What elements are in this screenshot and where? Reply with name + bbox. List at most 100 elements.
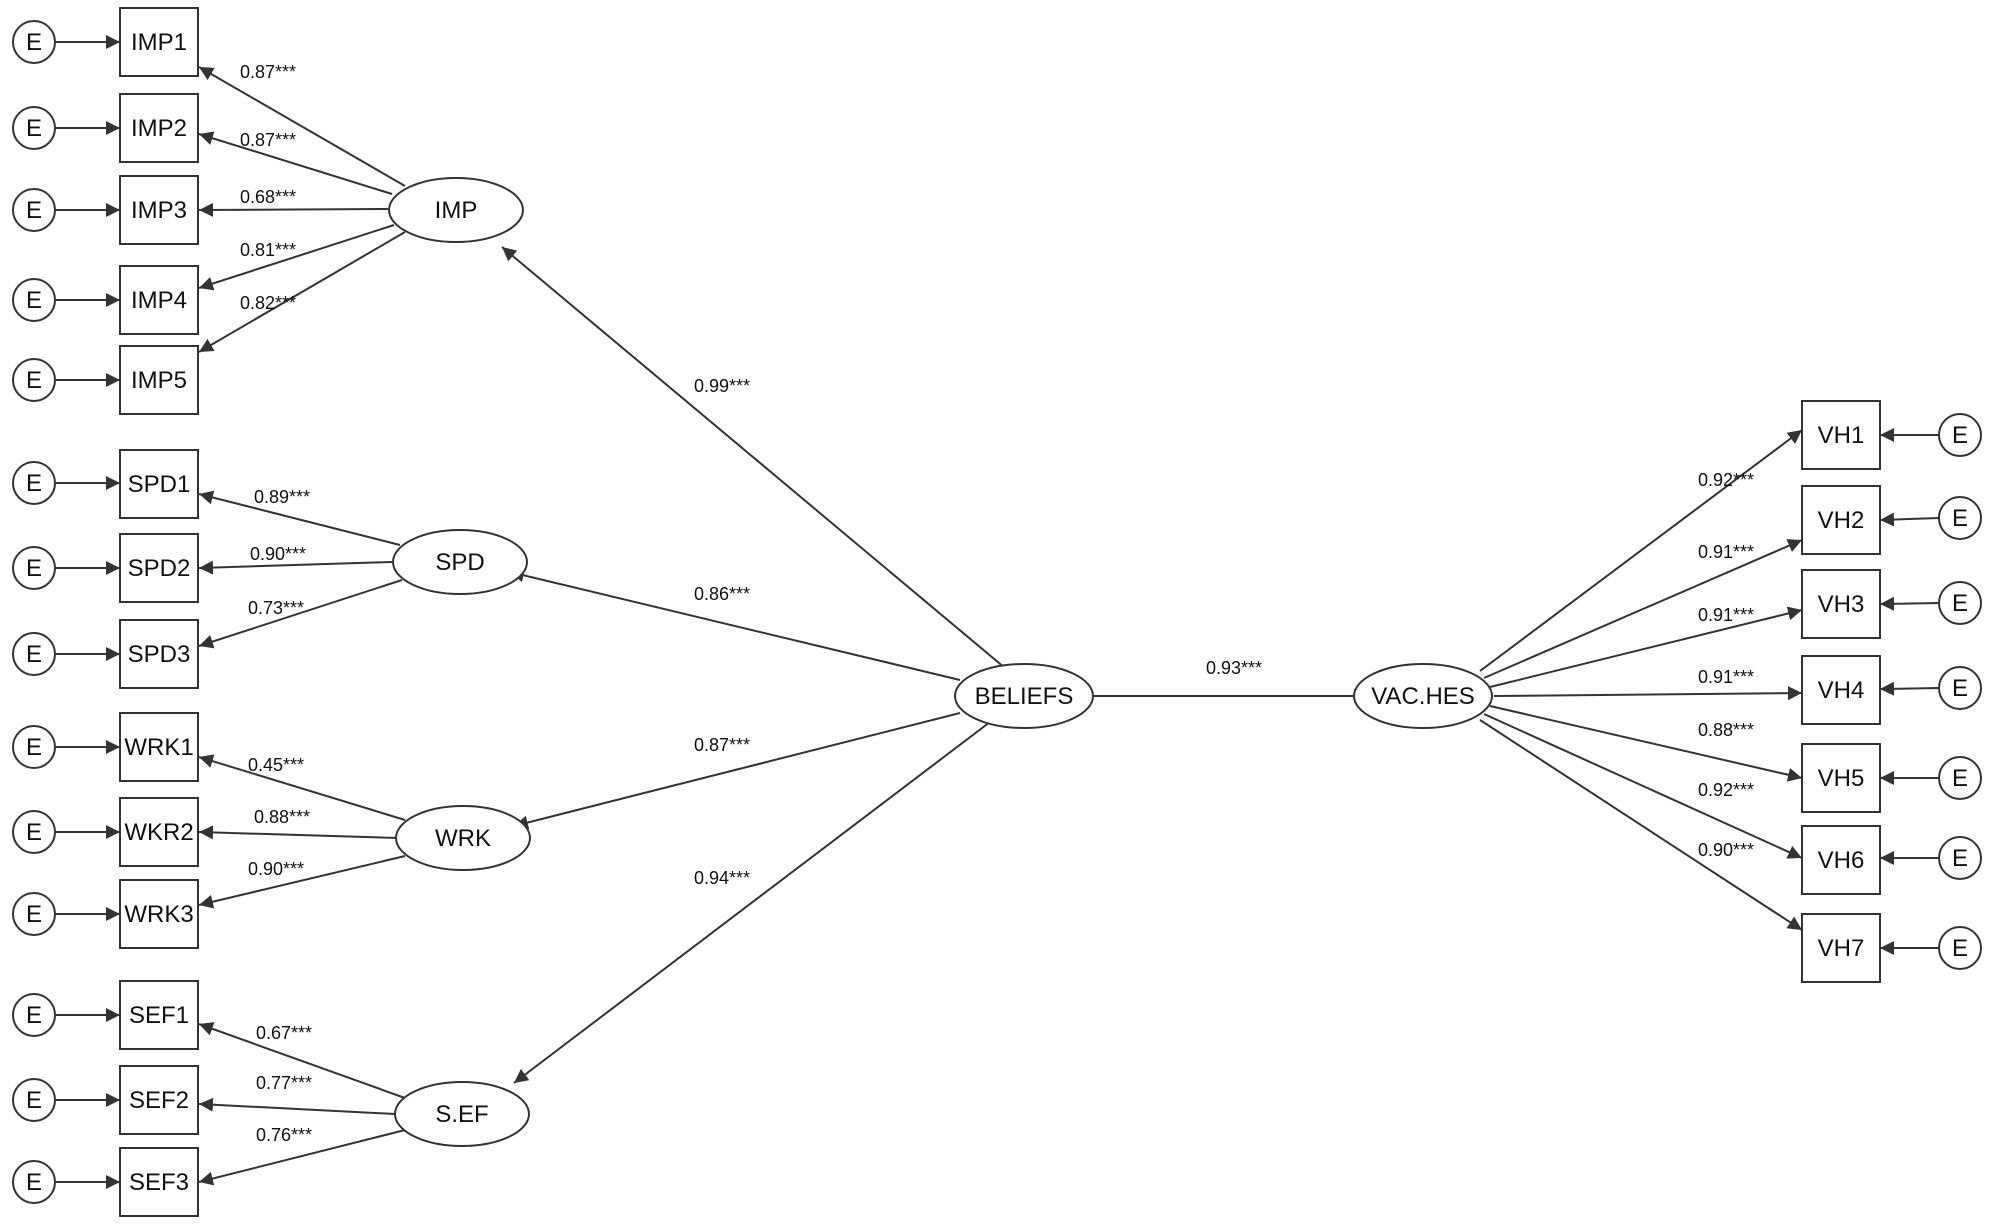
svg-text:WRK: WRK [435, 825, 491, 852]
svg-text:SPD: SPD [435, 549, 484, 576]
indicator-vh2: VH2 [1801, 485, 1881, 555]
latent-imp: IMP [388, 177, 524, 243]
svg-text:E: E [26, 901, 42, 928]
loading-sef2 [198, 1097, 396, 1115]
coef-imp4: 0.81*** [240, 240, 296, 260]
path-beliefs-wrk [513, 712, 961, 830]
coef-wkr2: 0.88*** [254, 807, 310, 827]
svg-text:SPD1: SPD1 [128, 471, 191, 498]
error-term-vh6: E [1938, 836, 1982, 880]
indicator-imp5: IMP5 [119, 345, 199, 415]
svg-text:SEF1: SEF1 [129, 1002, 189, 1029]
loading-spd3 [198, 579, 403, 649]
svg-text:E: E [26, 287, 42, 314]
coef-vh5: 0.88*** [1698, 720, 1754, 740]
coef-imp1: 0.87*** [240, 62, 296, 82]
error-term-imp2: E [12, 106, 56, 150]
path-beliefs-imp [501, 246, 1006, 669]
indicator-wkr2: WKR2 [119, 797, 199, 867]
loading-vh3 [1489, 606, 1803, 688]
coef-imp5: 0.82*** [240, 293, 296, 313]
svg-text:VH1: VH1 [1818, 422, 1865, 449]
error-term-spd1: E [12, 461, 56, 505]
indicator-vh6: VH6 [1801, 825, 1881, 895]
loading-paths [198, 66, 1803, 1186]
svg-text:VH2: VH2 [1818, 507, 1865, 534]
error-term-sef2: E [12, 1078, 56, 1122]
indicator-vh1: VH1 [1801, 400, 1881, 470]
indicator-imp3: IMP3 [119, 175, 199, 245]
error-term-vh1: E [1938, 413, 1982, 457]
svg-text:IMP1: IMP1 [131, 29, 187, 56]
svg-text:E: E [1952, 765, 1968, 792]
coef-beliefs-sef: 0.94*** [694, 868, 750, 888]
error-path-vh4 [1879, 681, 1941, 696]
svg-text:E: E [26, 197, 42, 224]
error-term-vh2: E [1938, 496, 1982, 540]
indicator-imp1: IMP1 [119, 7, 199, 77]
error-term-imp1: E [12, 20, 56, 64]
indicator-sef2: SEF2 [119, 1065, 199, 1135]
latent-beliefs: BELIEFS [954, 663, 1094, 729]
loading-vh7 [1479, 719, 1803, 931]
coef-wrk1: 0.45*** [248, 755, 304, 775]
svg-text:S.EF: S.EF [435, 1101, 488, 1128]
loading-wrk1 [198, 754, 406, 821]
loading-imp4 [198, 224, 395, 291]
coef-vh6: 0.92*** [1698, 780, 1754, 800]
svg-text:E: E [26, 734, 42, 761]
error-path-vh3 [1879, 596, 1941, 611]
svg-text:IMP2: IMP2 [131, 115, 187, 142]
indicator-wrk1: WRK1 [119, 712, 199, 782]
svg-text:VH4: VH4 [1818, 677, 1865, 704]
svg-text:SEF2: SEF2 [129, 1087, 189, 1114]
error-term-sef1: E [12, 993, 56, 1037]
coef-wrk3: 0.90*** [248, 859, 304, 879]
coef-vh7: 0.90*** [1698, 840, 1754, 860]
error-term-imp3: E [12, 188, 56, 232]
coef-spd3: 0.73*** [248, 598, 304, 618]
loading-imp5 [198, 231, 406, 353]
loading-spd1 [198, 490, 401, 546]
loading-vh1 [1479, 429, 1803, 672]
coefficient-labels: 0.87*** 0.87*** 0.68*** 0.81*** 0.82*** … [240, 62, 1754, 1145]
coef-imp3: 0.68*** [240, 187, 296, 207]
loading-imp3 [198, 202, 389, 217]
indicator-imp2: IMP2 [119, 93, 199, 163]
svg-text:E: E [26, 1087, 42, 1114]
indicator-sef3: SEF3 [119, 1147, 199, 1217]
coef-imp2: 0.87*** [240, 130, 296, 150]
indicator-spd3: SPD3 [119, 619, 199, 689]
svg-text:SPD3: SPD3 [128, 641, 191, 668]
latent-vac-hes: VAC.HES [1353, 663, 1493, 729]
coef-sef1: 0.67*** [256, 1023, 312, 1043]
path-beliefs-sef [513, 721, 991, 1084]
svg-text:E: E [26, 641, 42, 668]
error-term-imp4: E [12, 278, 56, 322]
svg-text:E: E [1952, 845, 1968, 872]
indicator-spd2: SPD2 [119, 533, 199, 603]
svg-text:SPD2: SPD2 [128, 555, 191, 582]
error-terms: E E E E E E E E E E E E E E E E E E E E … [12, 20, 1982, 1204]
error-term-sef3: E [12, 1160, 56, 1204]
path-beliefs-spd [509, 568, 961, 681]
svg-text:BELIEFS: BELIEFS [975, 683, 1074, 710]
svg-text:IMP3: IMP3 [131, 197, 187, 224]
indicator-imp4: IMP4 [119, 265, 199, 335]
svg-text:E: E [1952, 935, 1968, 962]
loading-spd2 [198, 560, 393, 575]
svg-text:WKR2: WKR2 [124, 819, 193, 846]
svg-text:E: E [1952, 590, 1968, 617]
indicator-wrk3: WRK3 [119, 879, 199, 949]
indicator-boxes: IMP1 IMP2 IMP3 IMP4 IMP5 SPD1 SPD2 SPD3 … [119, 7, 1881, 1217]
svg-text:VH5: VH5 [1818, 765, 1865, 792]
svg-text:E: E [1952, 505, 1968, 532]
loading-vh6 [1483, 713, 1803, 859]
loading-vh5 [1489, 705, 1803, 782]
svg-text:IMP5: IMP5 [131, 367, 187, 394]
error-term-wrk1: E [12, 725, 56, 769]
error-term-wkr2: E [12, 810, 56, 854]
loading-imp2 [198, 131, 393, 195]
